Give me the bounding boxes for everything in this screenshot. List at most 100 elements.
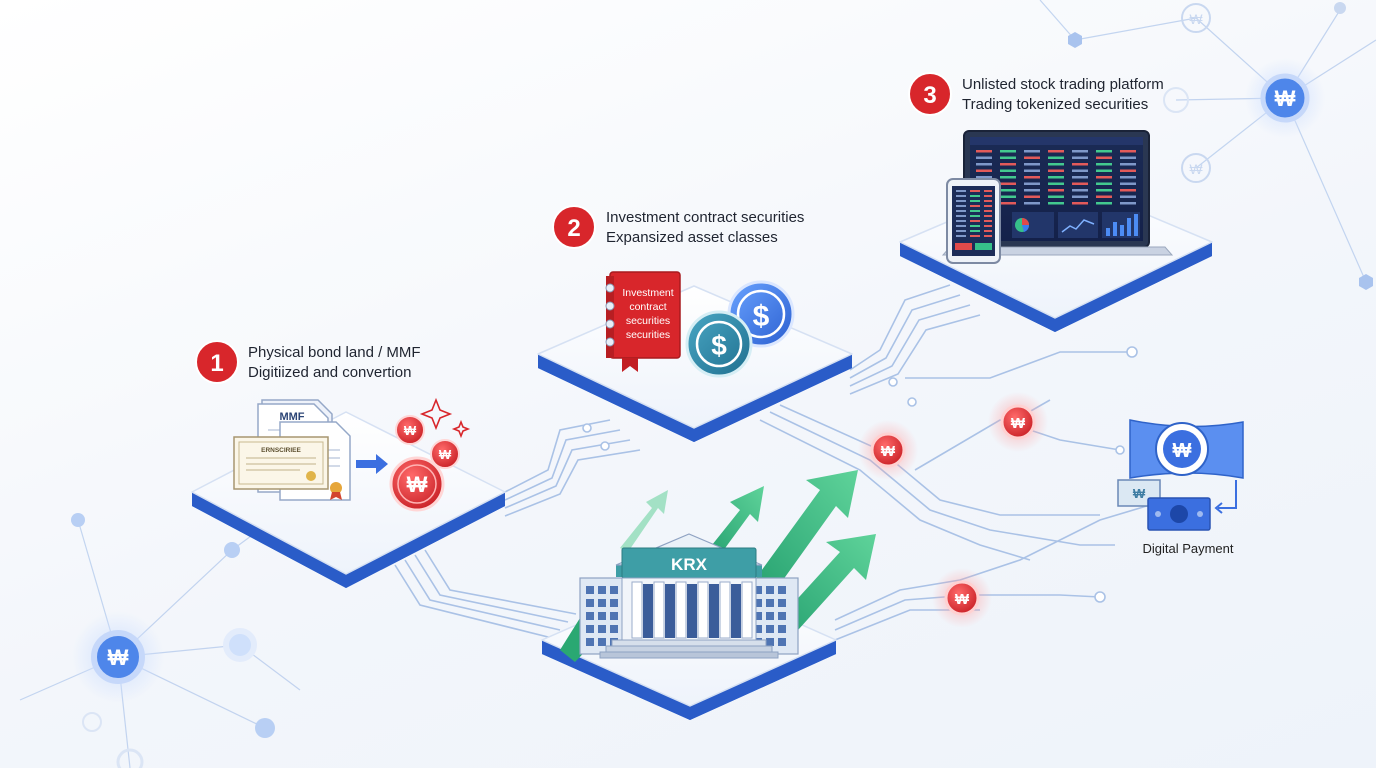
screen-ticker-cell <box>610 625 618 633</box>
svg-text:KRX: KRX <box>671 555 708 574</box>
digital-payment-icon: ₩ ₩ Digital Payment <box>1117 419 1244 556</box>
svg-text:₩: ₩ <box>1173 440 1192 462</box>
screen-ticker-cell <box>1096 202 1112 205</box>
screen-ticker-cell <box>1048 169 1064 172</box>
svg-text:MMF: MMF <box>279 411 304 423</box>
step-badge-1: 1 <box>195 340 239 384</box>
screen-ticker-cell <box>1000 195 1016 198</box>
screen-ticker-cell <box>984 230 992 232</box>
svg-text:₩: ₩ <box>1275 86 1296 111</box>
screen-ticker-cell <box>598 638 606 646</box>
step-badge-2: 2 <box>552 205 596 249</box>
sparkle-icon <box>419 397 471 439</box>
screen-ticker-cell <box>1024 176 1040 179</box>
svg-text:contract: contract <box>629 301 666 313</box>
screen-ticker-cell <box>598 612 606 620</box>
screen-ticker-cell <box>598 599 606 607</box>
screen-ticker-cell <box>1072 195 1088 198</box>
screen-ticker-cell <box>778 638 786 646</box>
step-3-subtitle: Trading tokenized securities <box>962 96 1149 113</box>
screen-ticker-cell <box>1000 169 1016 172</box>
screen-ticker-cell <box>1120 182 1136 185</box>
svg-text:₩: ₩ <box>881 443 896 460</box>
screen-ticker-cell <box>970 230 980 232</box>
screen-ticker-cell <box>1096 163 1112 166</box>
svg-text:₩: ₩ <box>108 645 129 670</box>
screen-ticker-cell <box>1048 182 1064 185</box>
step-badge-3: 3 <box>908 72 952 116</box>
screen-ticker-cell <box>1072 189 1088 192</box>
screen-ticker-cell <box>984 190 992 192</box>
screen-ticker-cell <box>754 625 762 633</box>
screen-ticker-cell <box>970 195 980 197</box>
screen-ticker-cell <box>1048 189 1064 192</box>
platform-3 <box>899 130 1213 332</box>
screen-ticker-cell <box>754 586 762 594</box>
svg-text:1: 1 <box>210 350 223 377</box>
screen-ticker-cell <box>1096 156 1112 159</box>
screen-ticker-cell <box>1024 182 1040 185</box>
screen-ticker-cell <box>984 195 992 197</box>
screen-ticker-cell <box>956 210 966 212</box>
screen-ticker-cell <box>1072 202 1088 205</box>
screen-ticker-cell <box>1120 163 1136 166</box>
screen-ticker-cell <box>586 638 594 646</box>
screen-ticker-cell <box>610 586 618 594</box>
svg-text:₩: ₩ <box>1189 161 1203 177</box>
screen-ticker-cell <box>956 235 966 237</box>
svg-text:$: $ <box>753 300 770 333</box>
svg-text:securities: securities <box>626 315 670 327</box>
step-1-title: Physical bond land / MMF <box>248 344 421 361</box>
screen-ticker-cell <box>1096 182 1112 185</box>
screen-ticker-cell <box>754 612 762 620</box>
screen-ticker-cell <box>956 190 966 192</box>
screen-ticker-cell <box>1024 202 1040 205</box>
screen-ticker-cell <box>984 220 992 222</box>
screen-ticker-cell <box>970 220 980 222</box>
svg-text:₩: ₩ <box>1133 486 1146 501</box>
screen-ticker-cell <box>1072 156 1088 159</box>
screen-ticker-cell <box>970 225 980 227</box>
screen-ticker-cell <box>1120 150 1136 153</box>
krx-building-icon: KRX <box>579 533 799 659</box>
contract-book-icon: Investment contract securities securitie… <box>605 271 681 372</box>
screen-ticker-cell <box>976 150 992 153</box>
screen-ticker-cell <box>956 215 966 217</box>
screen-ticker-cell <box>956 205 966 207</box>
won-coin-stack-icon: ₩ ₩ ₩ <box>389 415 460 512</box>
arrow-right-icon <box>356 454 388 474</box>
won-token-1: ₩ <box>988 392 1048 452</box>
screen-ticker-cell <box>1072 182 1088 185</box>
svg-text:₩: ₩ <box>955 591 970 608</box>
svg-text:securities: securities <box>626 329 670 341</box>
screen-ticker-cell <box>1024 169 1040 172</box>
screen-ticker-cell <box>1000 182 1016 185</box>
svg-text:3: 3 <box>923 82 936 109</box>
svg-text:₩: ₩ <box>407 472 428 497</box>
trading-phone-icon <box>946 178 1001 264</box>
screen-ticker-cell <box>586 586 594 594</box>
screen-ticker-cell <box>984 200 992 202</box>
step-2-caption: Investment contract securities Expansize… <box>606 208 804 248</box>
screen-ticker-cell <box>778 586 786 594</box>
step-3-title: Unlisted stock trading platform <box>962 76 1164 93</box>
screen-ticker-cell <box>610 599 618 607</box>
screen-ticker-cell <box>984 235 992 237</box>
screen-ticker-cell <box>1096 195 1112 198</box>
screen-ticker-cell <box>1000 163 1016 166</box>
screen-ticker-cell <box>766 625 774 633</box>
screen-ticker-cell <box>1120 202 1136 205</box>
screen-ticker-cell <box>1072 150 1088 153</box>
screen-ticker-cell <box>1024 189 1040 192</box>
screen-ticker-cell <box>956 200 966 202</box>
screen-ticker-cell <box>1024 156 1040 159</box>
trading-laptop-icon <box>941 130 1174 256</box>
screen-ticker-cell <box>1120 156 1136 159</box>
step-1-caption: Physical bond land / MMF Digitiized and … <box>248 343 421 383</box>
screen-ticker-cell <box>1000 176 1016 179</box>
screen-ticker-cell <box>766 612 774 620</box>
svg-text:Investment: Investment <box>622 287 673 299</box>
platform-2: Investment contract securities securitie… <box>537 271 853 442</box>
screen-ticker-cell <box>956 225 966 227</box>
screen-ticker-cell <box>1024 195 1040 198</box>
